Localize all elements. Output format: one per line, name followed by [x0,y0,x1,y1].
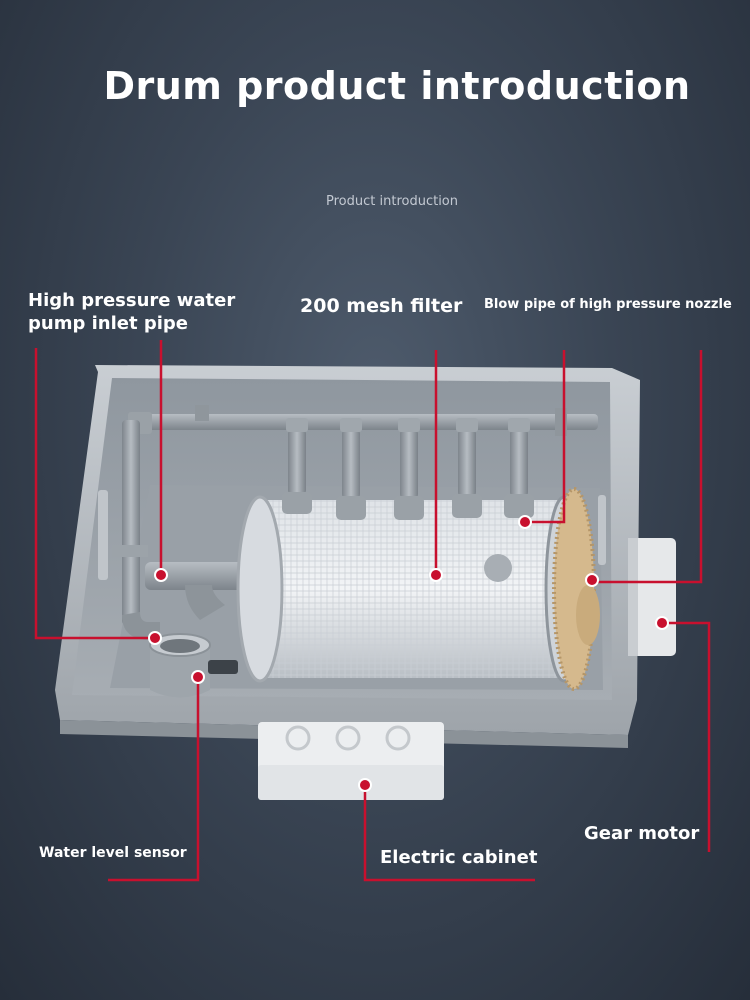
label-pump-inlet-line1: High pressure water [28,290,236,311]
label-blow-pipe: Blow pipe of high pressure nozzle [484,297,732,312]
callout-pump-inlet-outer [34,348,155,640]
nozzle-pipe [452,428,482,518]
callout-dot [655,616,669,630]
label-pump-inlet-line2: pump inlet pipe [28,313,188,335]
callout-dot [191,670,205,684]
label-electric-cabinet: Electric cabinet [380,847,538,868]
callout-lines [34,340,711,882]
nozzle-pipe [336,428,366,520]
callout-gear-motor-upper [592,350,703,584]
water-level-sensor-cup [149,633,238,698]
gear-wheel [552,487,600,691]
callout-blow-pipe [528,350,566,524]
page-subtitle: Product introduction [326,194,458,209]
callout-dot [429,568,443,582]
nozzle-pipe [282,428,312,514]
label-gear-motor: Gear motor [584,823,700,844]
callout-dot [154,568,168,582]
callout-water-sensor [108,678,200,882]
label-pump-inlet: High pressure water pump inlet pipe [28,289,235,336]
label-mesh-filter: 200 mesh filter [300,295,463,317]
inlet-pipe [145,562,250,620]
page-title: Drum product introduction [103,64,691,108]
nozzle-pipe [504,428,534,518]
drum-filter [236,495,584,683]
callout-gear-motor-lower [662,621,711,852]
callout-dot [585,573,599,587]
nozzle-pipe [394,428,424,520]
electric-cabinet-box [258,722,444,800]
callout-dot [518,515,532,529]
callout-electric-cabinet [363,785,535,882]
nozzle-pipes [282,418,534,520]
callout-dot [148,631,162,645]
gear-motor-box [628,538,676,656]
label-water-level-sensor: Water level sensor [39,845,187,861]
callout-dot [358,778,372,792]
callout-dots [148,515,669,792]
